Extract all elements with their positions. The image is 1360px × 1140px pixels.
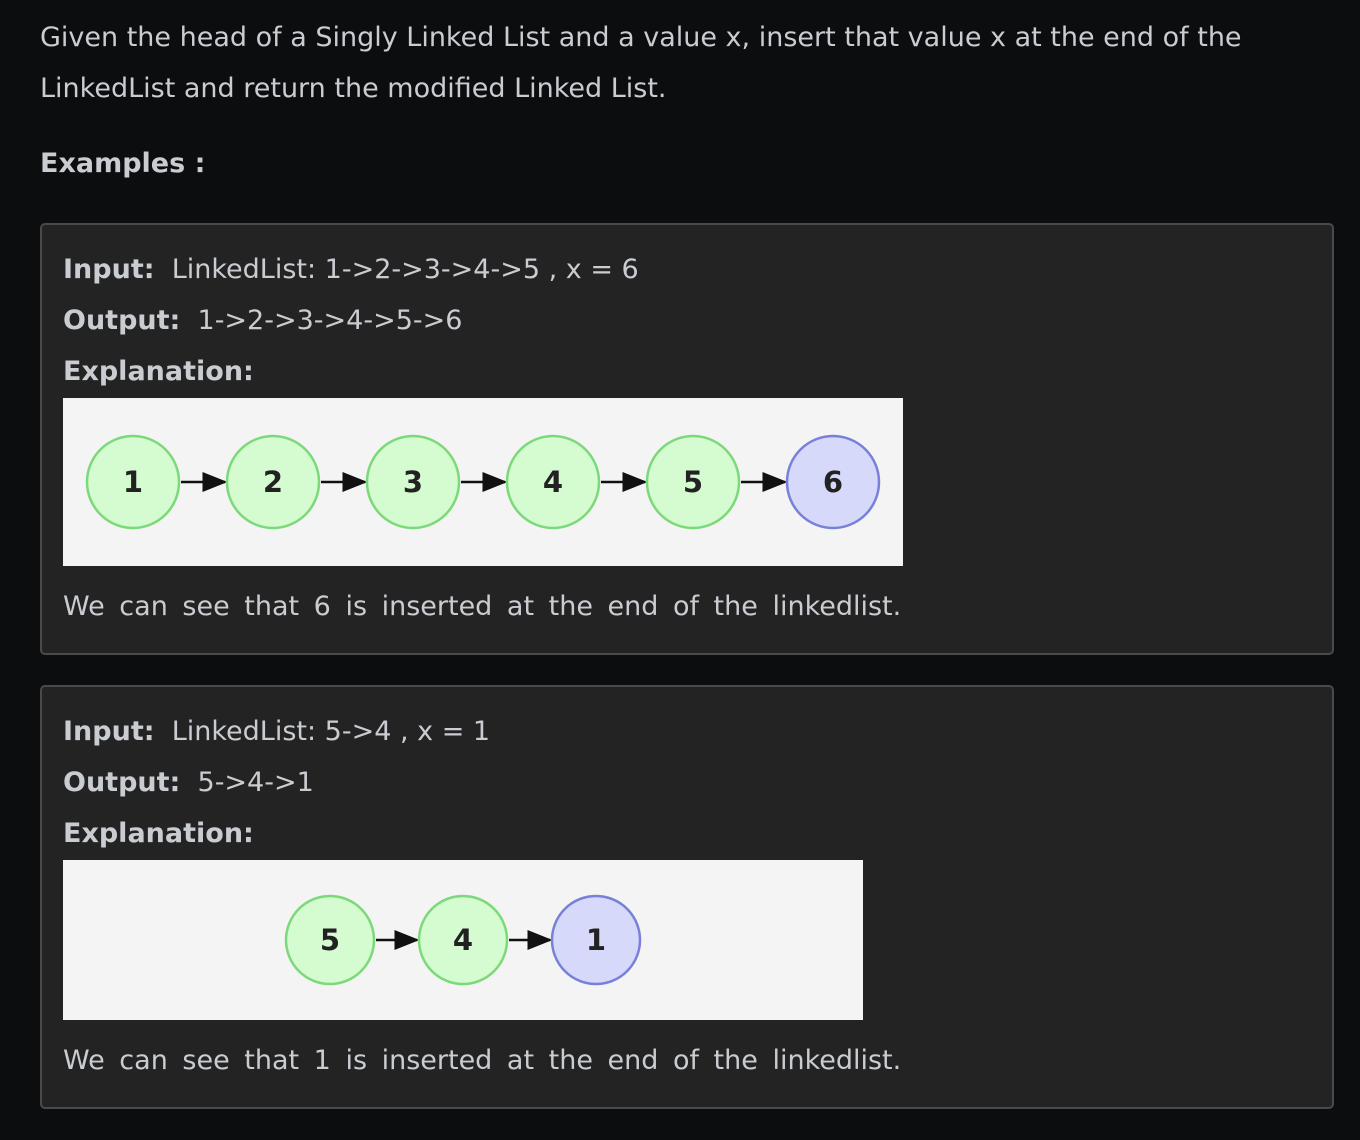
example-explanation-line: Explanation: (63, 817, 254, 851)
node-value-label: 6 (823, 465, 843, 499)
node-value-label: 4 (453, 923, 473, 957)
inserted-node-circle (785, 434, 881, 530)
list-node-circle (365, 434, 461, 530)
output-label: Output: (63, 305, 181, 336)
output-value: 5->4->1 (197, 767, 314, 798)
list-node-circle (417, 894, 509, 986)
example-box-2: Input: LinkedList: 5->4 , x = 1 Output: … (40, 685, 1334, 1109)
input-label: Input: (63, 254, 155, 285)
node-value-label: 1 (586, 923, 606, 957)
output-label: Output: (63, 767, 181, 798)
example-input-line: Input: LinkedList: 1->2->3->4->5 , x = 6 (63, 253, 639, 287)
linked-list-diagram: 1 2 3 4 5 6 (85, 434, 881, 530)
example-output-line: Output: 5->4->1 (63, 766, 314, 800)
node-value-label: 5 (683, 465, 703, 499)
list-node-circle (85, 434, 181, 530)
input-value: LinkedList: 5->4 , x = 1 (171, 716, 491, 747)
explanation-note: We can see that 6 is inserted at the end… (63, 591, 902, 622)
node-value-label: 1 (123, 465, 143, 499)
example-explanation-line: Explanation: (63, 355, 254, 389)
input-value: LinkedList: 1->2->3->4->5 , x = 6 (171, 254, 639, 285)
examples-heading: Examples : (40, 148, 206, 179)
explanation-label: Explanation: (63, 356, 254, 387)
example-input-line: Input: LinkedList: 5->4 , x = 1 (63, 715, 490, 749)
example-output-line: Output: 1->2->3->4->5->6 (63, 304, 462, 338)
inserted-node-circle (550, 894, 642, 986)
problem-statement: Given the head of a Singly Linked List a… (40, 22, 1242, 104)
node-value-label: 3 (403, 465, 423, 499)
explanation-note: We can see that 1 is inserted at the end… (63, 1045, 902, 1076)
linked-list-figure: 5 4 1 (63, 860, 863, 1020)
list-node-circle (645, 434, 741, 530)
input-label: Input: (63, 716, 155, 747)
example-box-1: Input: LinkedList: 1->2->3->4->5 , x = 6… (40, 223, 1334, 655)
output-value: 1->2->3->4->5->6 (197, 305, 463, 336)
list-node-circle (284, 894, 376, 986)
node-value-label: 4 (543, 465, 563, 499)
explanation-label: Explanation: (63, 818, 254, 849)
list-node-circle (505, 434, 601, 530)
list-node-circle (225, 434, 321, 530)
linked-list-figure: 1 2 3 4 5 6 (63, 398, 903, 566)
linked-list-diagram: 5 4 1 (284, 894, 642, 986)
node-value-label: 2 (263, 465, 283, 499)
node-value-label: 5 (320, 923, 340, 957)
